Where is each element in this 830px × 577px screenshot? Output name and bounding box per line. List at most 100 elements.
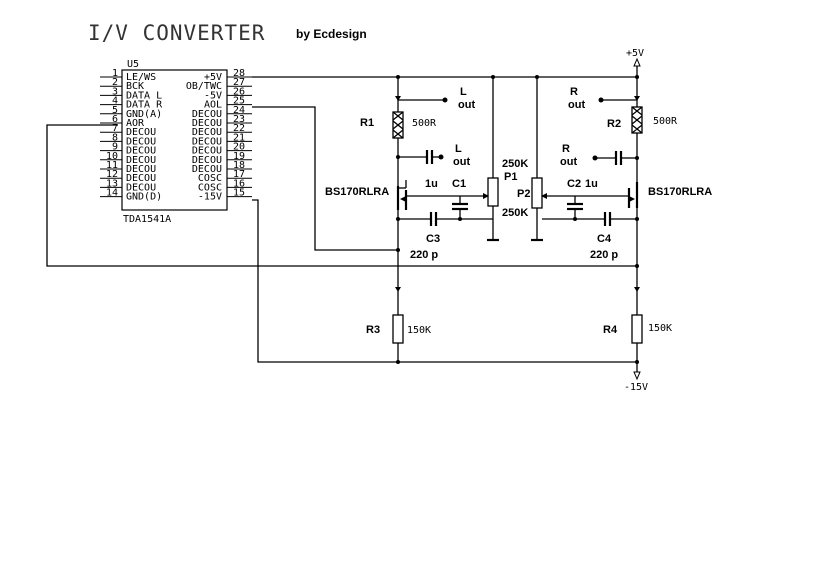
junction-dot [635, 264, 639, 268]
ic-designator: U5 [127, 59, 139, 70]
ic-pin-name: GND(D) [126, 192, 162, 203]
ic-pin-number: 13 [106, 178, 118, 189]
ic-pin-number: 4 [112, 96, 118, 107]
ic-pin-name: DECOU [126, 182, 156, 193]
r-out-top-ch: R [570, 86, 578, 98]
wire-aor [46, 124, 637, 267]
ic-pin-number: 18 [233, 160, 245, 171]
ic-pin-number: 27 [233, 77, 245, 88]
ic-pin-name: DECOU [192, 155, 222, 166]
ic-pin-name: AOL [204, 100, 222, 111]
r1-ref: R1 [360, 117, 374, 129]
junction-dot [573, 217, 577, 221]
p2-body [531, 177, 543, 209]
r-out-mid-ch: R [562, 143, 570, 155]
ic-pin-number: 20 [233, 142, 245, 153]
q-left-arrow-icon [400, 196, 406, 202]
junction-dot [635, 217, 639, 221]
junction-dot [491, 75, 495, 79]
junction-dot [396, 360, 400, 364]
ic-pin-name: DECOU [192, 136, 222, 147]
ic-pin-number: 6 [112, 114, 118, 125]
ic-pin-number: 17 [233, 169, 245, 180]
ic-pin-name: DECOU [192, 146, 222, 157]
ic-pin-number: 14 [106, 188, 118, 199]
ic-pin-name: DATA L [126, 90, 162, 101]
plus5v-arrow-icon [633, 57, 641, 67]
l-arrow-icon [395, 96, 401, 101]
junction-dot [396, 75, 400, 79]
r4-ref: R4 [603, 324, 618, 336]
ic-pin-name: DECOU [192, 118, 222, 129]
ic-pin-name: DECOU [192, 164, 222, 175]
ic-pin-number: 9 [112, 142, 118, 153]
junction-dot [458, 217, 462, 221]
l-out-top-terminal-icon [442, 97, 448, 103]
ic-pin-number: 3 [112, 86, 118, 97]
l-out-mid-terminal-icon [438, 154, 444, 160]
minus15v-arrow-icon [633, 371, 641, 381]
q-left-part: BS170RLRA [325, 186, 389, 198]
ic-pin-number: 19 [233, 151, 245, 162]
p1-wiper-icon [483, 193, 489, 199]
ic-pin-number: 2 [112, 77, 118, 88]
r4-arrow-icon [634, 287, 640, 292]
c1-ref: C1 [452, 178, 466, 190]
c1-value: 1u [425, 178, 438, 190]
r-arrow-icon [634, 96, 640, 101]
ic-pin-name: COSC [198, 182, 222, 193]
ic-pin-name: DECOU [126, 164, 156, 175]
r2-value: 500R [653, 116, 678, 127]
r3-ref: R3 [366, 324, 380, 336]
ic-pin-number: 7 [112, 123, 118, 134]
ic-pin-number: 8 [112, 132, 118, 143]
ic-pin-name: GND(A) [126, 109, 162, 120]
ic-pin-number: 23 [233, 114, 245, 125]
r-out-top-word: out [568, 99, 585, 111]
l-out-mid-word: out [453, 156, 470, 168]
r-out-mid-terminal-icon [592, 155, 598, 161]
plus5v-label: +5V [626, 48, 644, 59]
c2-ref: C2 [567, 178, 581, 190]
ic-pin-name: DECOU [126, 155, 156, 166]
ic-pin-number: 10 [106, 151, 118, 162]
junction-dot [396, 217, 400, 221]
wire-minus15v-rail [252, 199, 637, 363]
junctions [396, 75, 639, 364]
c4-ref: C4 [597, 233, 612, 245]
q-right-arrow-icon [629, 196, 635, 202]
r-out-mid-word: out [560, 156, 577, 168]
ic-pin-number: 1 [112, 68, 118, 79]
junction-dot [535, 75, 539, 79]
ic-part-number: TDA1541A [123, 214, 171, 225]
ic-pin-number: 24 [233, 105, 245, 116]
c2-value: 1u [585, 178, 598, 190]
r3-value: 150K [407, 325, 431, 336]
ic-pin-name: DECOU [192, 109, 222, 120]
junction-dot [635, 156, 639, 160]
junction-dot [396, 155, 400, 159]
p1-value-bottom: 250K [502, 207, 528, 219]
q-right-part: BS170RLRA [648, 186, 712, 198]
ic-pin-name: -5V [204, 90, 222, 101]
p2-wiper-icon [541, 193, 547, 199]
left-channel: L out R1 500R L out BS170RLRA 1u C1 [325, 77, 528, 362]
r4-body [631, 314, 643, 344]
l-out-top-word: out [458, 99, 475, 111]
r3-body [392, 314, 404, 344]
r3-arrow-icon [395, 287, 401, 292]
ic-pin-name: BCK [126, 81, 144, 92]
ic-pin-number: 22 [233, 123, 245, 134]
wires [46, 76, 637, 363]
schematic-title: I/V CONVERTER [88, 21, 265, 45]
junction-dot [396, 248, 400, 252]
ic-pin-number: 28 [233, 68, 245, 79]
ic-pin-number: 15 [233, 188, 245, 199]
p2-ref: P2 [517, 188, 530, 200]
ic-pin-name: LE/WS [126, 72, 156, 83]
minus15v-label: -15V [624, 382, 648, 393]
ic-pin-name: +5V [204, 72, 222, 83]
ic-pin-number: 25 [233, 96, 245, 107]
c3-ref: C3 [426, 233, 440, 245]
